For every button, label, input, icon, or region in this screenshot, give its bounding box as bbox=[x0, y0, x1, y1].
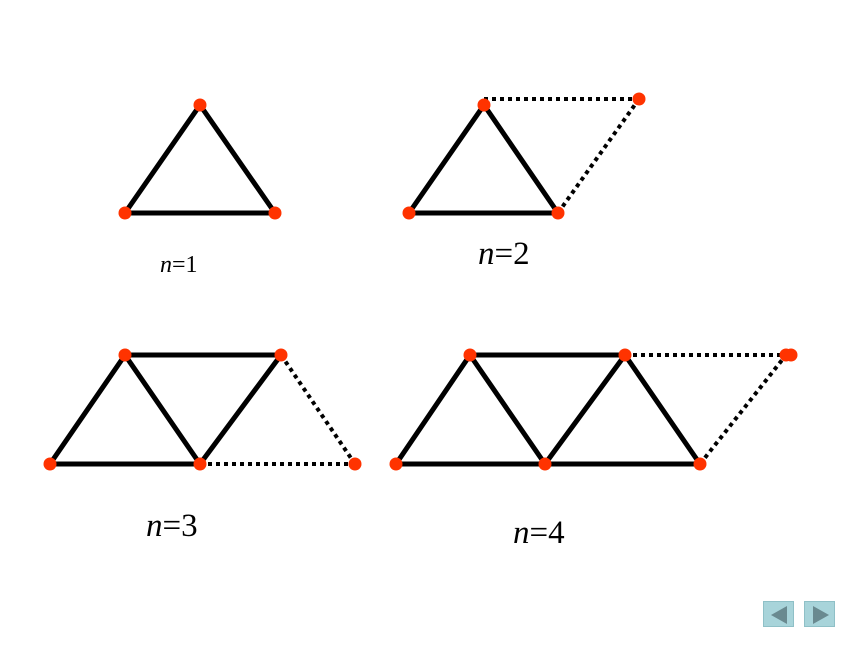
figure-n4-stick-2 bbox=[542, 352, 628, 467]
figure-n2-vertex-2 bbox=[551, 206, 565, 220]
figure-n1-stick-1 bbox=[197, 102, 278, 216]
figure-n3-vertex-4 bbox=[348, 457, 362, 471]
label-n-2-eq: = bbox=[494, 236, 514, 272]
label-n-4-eq: = bbox=[529, 515, 549, 551]
figure-n3-vertex-3 bbox=[274, 348, 288, 362]
prev-button[interactable] bbox=[763, 601, 794, 627]
label-n-2-num: 2 bbox=[513, 236, 530, 272]
figure-n4-stick-0 bbox=[393, 352, 473, 467]
figure-n2-stick-1 bbox=[481, 102, 561, 216]
figure-n1-stick-0 bbox=[122, 102, 203, 216]
label-n-3-eq: = bbox=[162, 508, 182, 544]
figure-n4-stick-3 bbox=[622, 352, 703, 467]
figure-n4-vertex-0 bbox=[389, 457, 403, 471]
label-n-2: n=2 bbox=[478, 236, 530, 273]
triangle-left-icon bbox=[771, 606, 787, 624]
label-n-4: n=4 bbox=[513, 515, 565, 552]
label-n-4-num: 4 bbox=[548, 515, 565, 551]
figure-n4-vertex-4 bbox=[693, 457, 707, 471]
figure-n3-stick-0 bbox=[47, 352, 128, 467]
label-n-3-num: 3 bbox=[181, 508, 198, 544]
figure-n1-vertex-0 bbox=[118, 206, 132, 220]
label-n-1-var: n bbox=[160, 252, 172, 278]
figure-n4-vertex-2 bbox=[538, 457, 552, 471]
figure-n4-vertex-3 bbox=[618, 348, 632, 362]
figure-n1-vertex-2 bbox=[268, 206, 282, 220]
label-n-1-num: 1 bbox=[185, 252, 198, 278]
label-n-2-var: n bbox=[478, 236, 495, 272]
figure-n2-vertex-3 bbox=[632, 92, 646, 106]
figure-n4-stick-1 bbox=[467, 352, 548, 467]
figure-n2-new-stick-1 bbox=[556, 97, 641, 215]
figure-n3-vertex-0 bbox=[43, 457, 57, 471]
next-button[interactable] bbox=[804, 601, 835, 627]
figure-n2-vertex-0 bbox=[402, 206, 416, 220]
label-n-1: n=1 bbox=[160, 252, 198, 279]
figure-n2-vertex-1 bbox=[477, 98, 491, 112]
label-n-3-var: n bbox=[146, 508, 163, 544]
figure-n3-new-stick-0 bbox=[279, 353, 357, 466]
triangle-right-icon bbox=[813, 606, 829, 624]
figure-n4-new-stick-1 bbox=[698, 353, 788, 466]
figure-n3-vertex-1 bbox=[118, 348, 132, 362]
figure-n4-vertex-extra bbox=[784, 348, 798, 362]
label-n-4-var: n bbox=[513, 515, 530, 551]
figure-n3-stick-1 bbox=[122, 352, 203, 467]
label-n-3: n=3 bbox=[146, 508, 198, 545]
figure-n3-vertex-2 bbox=[193, 457, 207, 471]
figure-n1-vertex-1 bbox=[193, 98, 207, 112]
figure-n4-vertex-1 bbox=[463, 348, 477, 362]
figure-n2-stick-0 bbox=[406, 102, 487, 216]
figure-n3-stick-2 bbox=[197, 352, 284, 467]
label-n-1-eq: = bbox=[172, 252, 186, 278]
